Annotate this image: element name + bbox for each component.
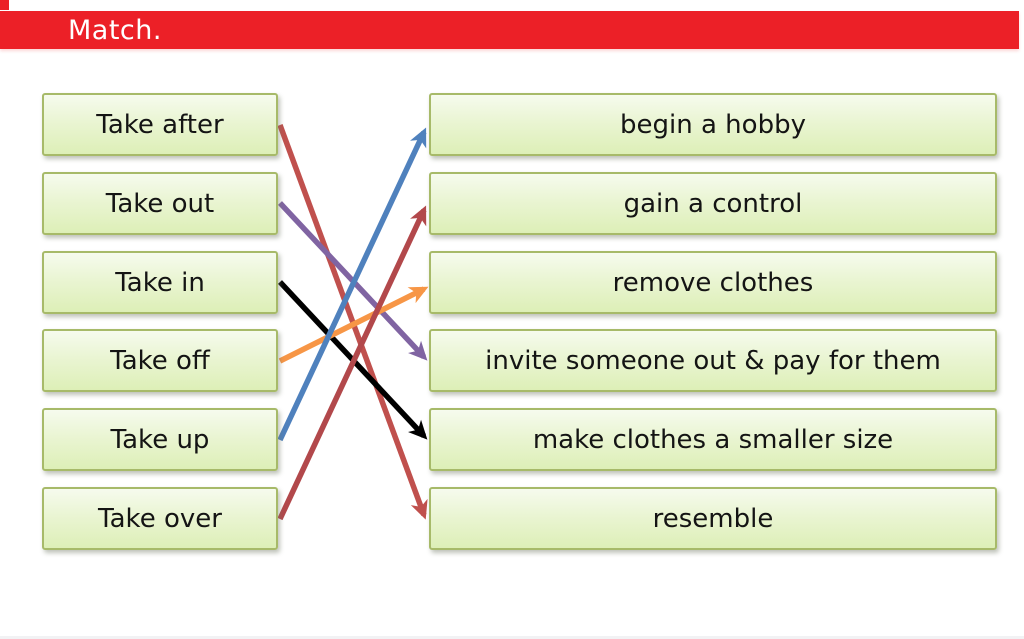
- left-item-box-4[interactable]: Take up: [42, 408, 278, 471]
- left-item-box-label-1: Take out: [105, 188, 215, 219]
- left-item-box-label-2: Take in: [115, 267, 205, 298]
- right-item-box-4[interactable]: make clothes a smaller size: [429, 408, 997, 471]
- left-item-box-3[interactable]: Take off: [42, 329, 278, 392]
- right-item-box-2[interactable]: remove clothes: [429, 251, 997, 314]
- left-item-box-2[interactable]: Take in: [42, 251, 278, 314]
- right-item-box-label-3: invite someone out & pay for them: [485, 345, 941, 376]
- right-item-box-5[interactable]: resemble: [429, 487, 997, 550]
- bottom-strip: [0, 636, 1024, 639]
- right-item-box-label-1: gain a control: [623, 188, 803, 219]
- right-item-box-label-4: make clothes a smaller size: [532, 424, 894, 455]
- match-arrow-3: [278, 286, 429, 364]
- left-item-box-1[interactable]: Take out: [42, 172, 278, 235]
- header-bar: Match.: [0, 11, 1019, 49]
- match-arrow-0: [277, 124, 428, 520]
- left-item-box-label-3: Take off: [110, 345, 210, 376]
- match-arrow-5: [277, 205, 427, 521]
- right-item-box-1[interactable]: gain a control: [429, 172, 997, 235]
- corner-notch: [0, 0, 9, 10]
- match-arrow-1: [277, 201, 428, 361]
- right-item-box-0[interactable]: begin a hobby: [429, 93, 997, 156]
- page-title: Match.: [68, 14, 162, 46]
- left-item-box-5[interactable]: Take over: [42, 487, 278, 550]
- left-item-box-0[interactable]: Take after: [42, 93, 278, 156]
- left-item-box-label-4: Take up: [110, 424, 210, 455]
- right-item-box-label-2: remove clothes: [612, 267, 814, 298]
- right-item-box-3[interactable]: invite someone out & pay for them: [429, 329, 997, 392]
- right-item-box-label-0: begin a hobby: [620, 109, 806, 140]
- right-item-box-label-5: resemble: [652, 503, 774, 534]
- match-arrow-4: [277, 127, 427, 442]
- left-item-box-label-5: Take over: [98, 503, 222, 534]
- match-arrow-2: [277, 280, 428, 440]
- left-item-box-label-0: Take after: [96, 109, 224, 140]
